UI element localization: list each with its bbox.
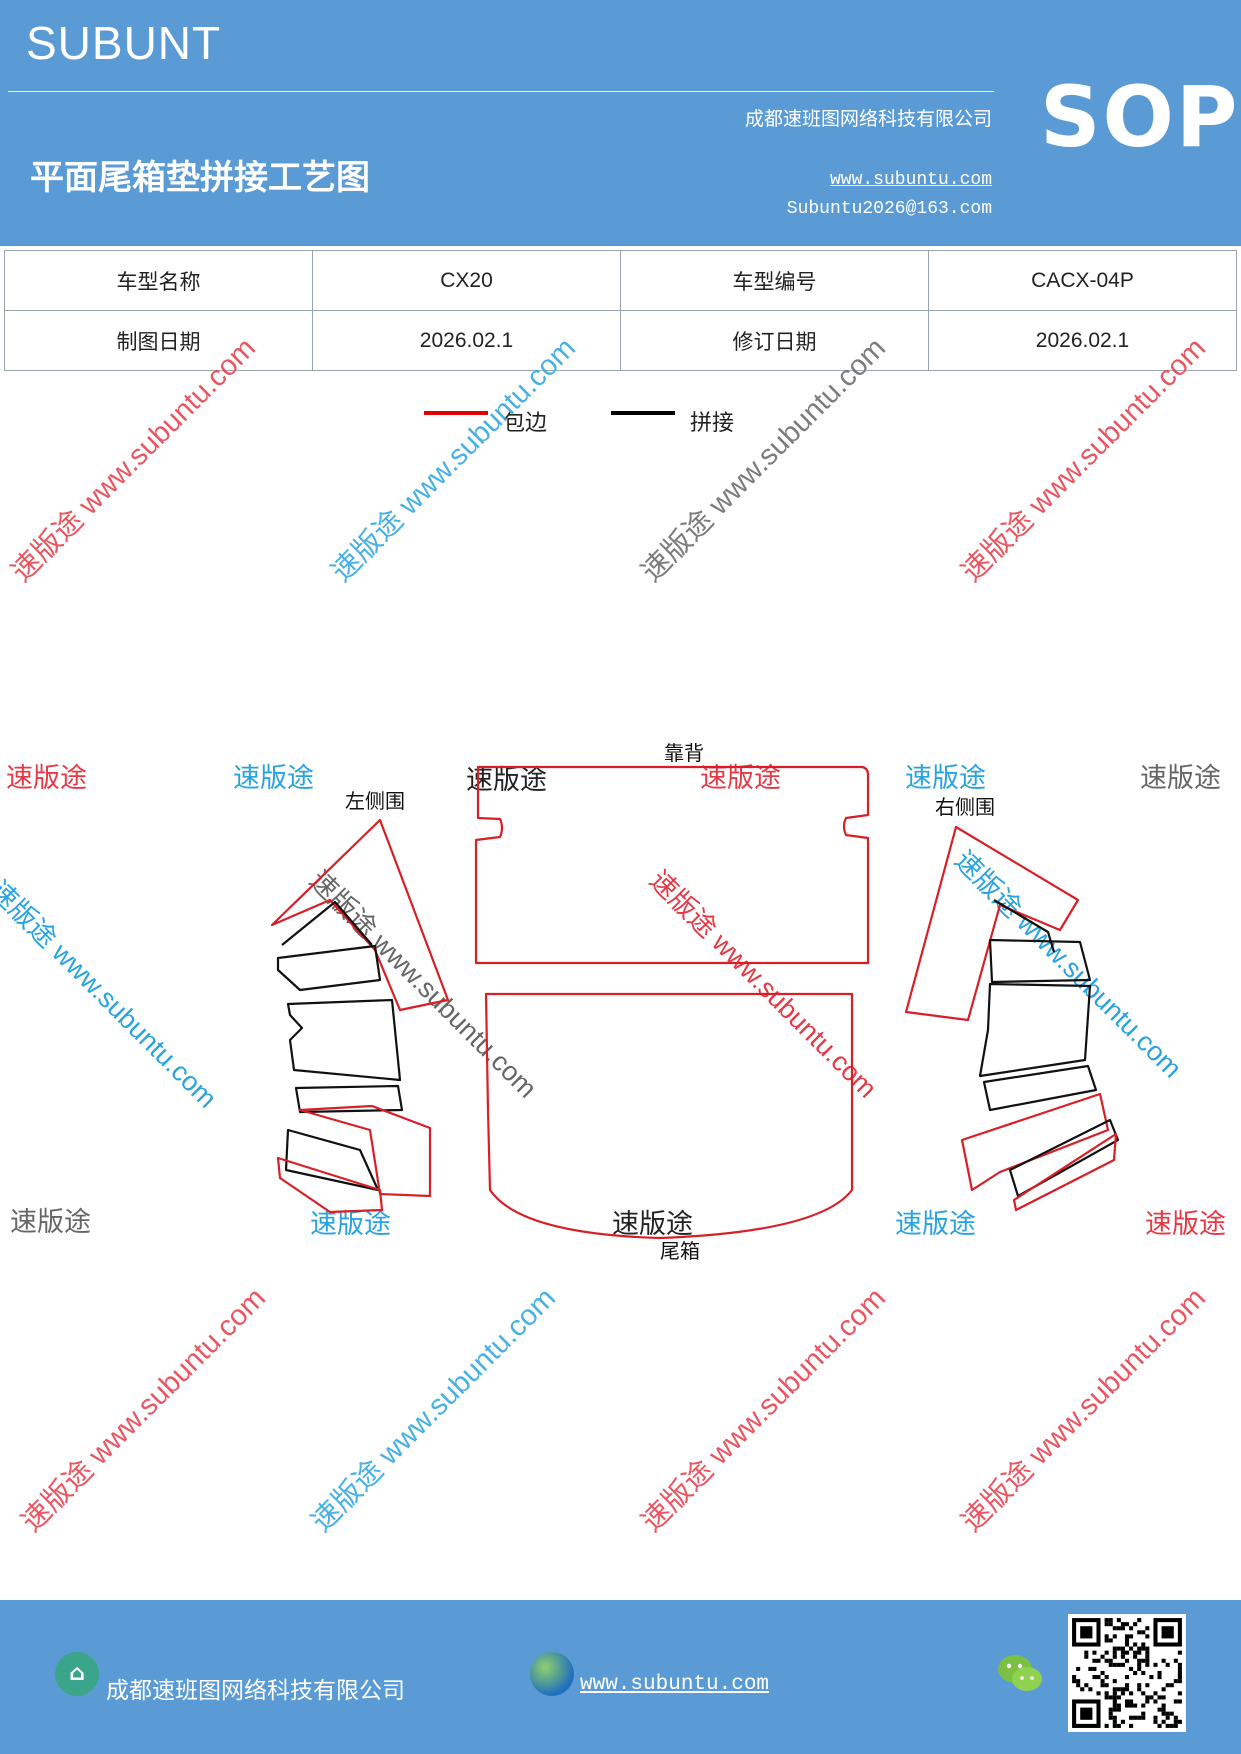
header-banner [0,0,1241,246]
watermark-label: 速版途 [6,763,87,793]
watermark-label: 速版途 [10,1207,91,1237]
left-side-panel-2 [276,944,382,992]
sop-badge: SOP [1040,68,1240,166]
legend-label-seam: 拼接 [690,411,735,436]
watermark-label: 速版途 [1145,1209,1226,1239]
label-trunk: 尾箱 [660,1239,700,1263]
legend-swatch-edge [424,411,488,415]
table-cell: 2026.02.1 [312,310,621,371]
right-side-panel-2 [988,938,1092,984]
label-right-side: 右侧围 [935,795,995,819]
watermark-label: 速版途 [905,763,986,793]
table-row: 制图日期 2026.02.1 修订日期 2026.02.1 [4,310,1237,371]
watermark-label: 速版途 [612,1209,693,1239]
table-cell: 制图日期 [4,310,313,371]
table-cell: 修订日期 [620,310,929,371]
globe-icon [530,1652,574,1696]
watermark-label: 速版途 [233,763,314,793]
left-side-panel-6 [284,1128,380,1192]
watermark-label: 速版途 [895,1209,976,1239]
backrest-panel [474,765,870,965]
wechat-icon[interactable] [996,1652,1044,1694]
table-cell: CX20 [312,250,621,311]
document-title: 平面尾箱垫拼接工艺图 [30,158,370,198]
watermark-label: 速版途 [310,1209,391,1239]
table-cell: 车型名称 [4,250,313,311]
brand-name: SUBUNT [26,17,222,69]
building-icon: ⌂ [55,1652,99,1696]
right-side-panel-4 [982,1064,1098,1112]
left-side-panel-7 [276,1156,384,1214]
right-side-panel-6 [1008,1118,1120,1198]
left-side-panel-1 [270,818,450,1012]
left-side-panel-3 [286,998,402,1082]
legend-swatch-seam [611,411,675,415]
table-cell: 车型编号 [620,250,929,311]
label-backrest: 靠背 [664,741,704,765]
email-address[interactable]: Subuntu2026@163.com [786,199,992,219]
left-side-panel-5 [298,1104,432,1198]
label-left-side: 左侧围 [345,789,405,813]
right-side-panel-3 [978,982,1092,1078]
qr-code [1068,1614,1186,1732]
watermark-label: 速版途 [466,765,547,795]
trunk-panel [484,992,854,1240]
watermark-label: 速版途 [1140,763,1221,793]
right-side-panel-7 [1012,1132,1118,1212]
right-side-panel-1 [904,825,1080,1022]
left-side-panel-4 [294,1084,404,1114]
legend-label-edge: 包边 [503,411,548,436]
right-side-panel-5 [960,1092,1110,1192]
footer-company: 成都速班图网络科技有限公司 [106,1678,405,1704]
company-name: 成都速班图网络科技有限公司 [744,108,992,130]
header-divider [8,91,994,92]
vehicle-info-table: 车型名称 CX20 车型编号 CACX-04P 制图日期 2026.02.1 修… [4,250,1237,371]
table-cell: 2026.02.1 [928,310,1237,371]
footer-website-link[interactable]: www.subuntu.com [580,1673,770,1696]
website-link[interactable]: www.subuntu.com [829,170,992,190]
